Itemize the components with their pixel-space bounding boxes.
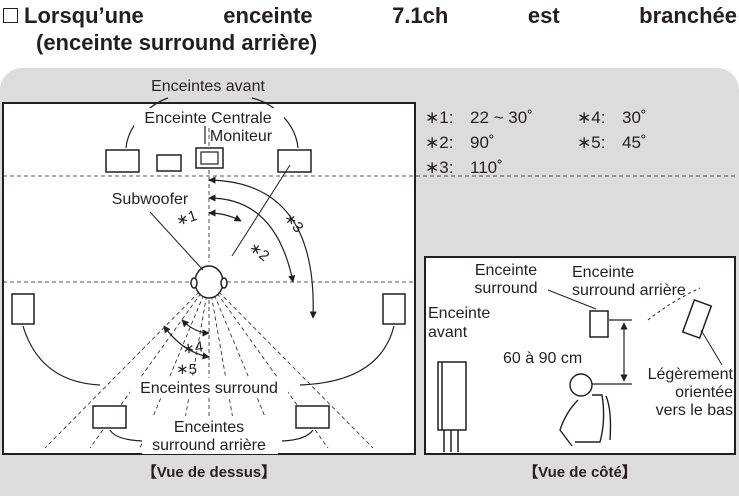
legend-mark-2: ∗2: — [425, 133, 453, 152]
side-tilt-label-line-3: vers le bas — [656, 402, 733, 419]
center-speaker-label: Enceinte Centrale — [144, 110, 271, 127]
subwoofer-speaker — [156, 154, 182, 172]
surround-speaker-side-icon — [589, 310, 609, 338]
heading-word-5: branchée — [639, 3, 737, 28]
subwoofer-label: Subwoofer — [112, 191, 189, 208]
legend-mark-3: ∗3: — [425, 158, 453, 177]
side-surround-back-label-line-2: surround arrière — [572, 282, 686, 299]
side-view-caption: 【Vue de côté】 — [523, 463, 637, 481]
legend-value-5: 45˚ — [622, 133, 647, 152]
surround-speakers-callout — [22, 325, 395, 386]
front-right-speaker — [277, 149, 312, 173]
heading-word-1-text: Lorsqu’une — [24, 3, 144, 28]
legend-value-1: 22 ~ 30˚ — [470, 108, 533, 127]
heading-word-2: enceinte — [223, 3, 313, 28]
top-view-caption: 【Vue de dessus】 — [142, 463, 277, 481]
elevation-arc — [647, 287, 701, 321]
surround-back-callout — [109, 429, 314, 442]
surround-back-left-speaker — [92, 405, 127, 429]
angle-mark-4: ∗4 — [181, 338, 204, 358]
surround-back-label-bg — [142, 416, 278, 454]
side-view-room — [424, 256, 736, 455]
surround-side-callout — [547, 289, 597, 310]
top-view: Enceintes avant Enceinte Centrale Monite… — [2, 75, 735, 481]
surround-back-label-line-1: Enceintes — [174, 419, 244, 436]
heading-word-4: est — [527, 3, 560, 28]
checkbox-icon — [3, 7, 18, 23]
angle-arc-3 — [208, 176, 317, 319]
surround-back-right-speaker — [295, 405, 330, 429]
front-speaker-side-icon — [437, 361, 467, 452]
heading-line-2: (enceinte surround arrière) — [36, 30, 318, 55]
surround-speakers-label-bg — [130, 378, 288, 398]
legend-value-3: 110˚ — [470, 158, 503, 177]
side-tilt-label-line-1: Légèrement — [648, 366, 734, 383]
side-surround-label-line-2: surround — [474, 280, 537, 297]
front-speakers-label-bg — [135, 75, 281, 95]
heading-word-1: Lorsqu’une — [2, 2, 144, 29]
angle-arc-5 — [163, 325, 210, 360]
tilt-callout — [700, 329, 723, 366]
side-front-label-line-2: avant — [428, 324, 468, 341]
surround-speakers-label: Enceintes surround — [140, 380, 278, 397]
surround-left-speaker — [11, 293, 35, 325]
heading-line-1: Lorsqu’une enceinte 7.1ch est branchée — [2, 2, 737, 29]
side-surround-label-line-1: Enceinte — [475, 262, 537, 279]
legend-value-4: 30˚ — [622, 108, 647, 127]
center-speaker — [200, 151, 219, 165]
subwoofer-label-bg — [102, 188, 198, 208]
surround-back-speaker-side-icon — [681, 298, 713, 340]
front-speakers-label: Enceintes avant — [151, 78, 265, 95]
legend-mark-4: ∗4: — [577, 108, 605, 127]
front-left-speaker — [105, 149, 140, 173]
angle-mark-1: ∗1 — [174, 207, 199, 230]
side-height-label: 60 à 90 cm — [503, 350, 582, 367]
height-dimension — [585, 319, 632, 385]
surround-right-speaker — [382, 293, 406, 325]
page-heading: Lorsqu’une enceinte 7.1ch est branchée (… — [2, 2, 737, 56]
listener-side-icon — [559, 373, 612, 447]
center-speaker-label-bg — [134, 108, 284, 126]
angle-legend: ∗1: 22 ~ 30˚ ∗4: 30˚ ∗2: 90˚ ∗5: 45˚ ∗3:… — [425, 108, 647, 177]
side-surround-back-label-line-1: Enceinte — [572, 264, 634, 281]
monitor-label: Moniteur — [210, 128, 273, 145]
side-view: Enceinte surround Enceinte surround arri… — [424, 256, 736, 481]
side-tilt-label-line-2: orientée — [675, 384, 733, 401]
legend-value-2: 90˚ — [470, 133, 495, 152]
side-front-label-line-1: Enceinte — [428, 305, 490, 322]
surround-back-label-line-2: surround arrière — [152, 437, 266, 454]
angle-mark-5: ∗5 — [176, 361, 197, 378]
heading-word-3: 7.1ch — [392, 3, 449, 28]
legend-mark-1: ∗1: — [425, 108, 453, 127]
legend-mark-5: ∗5: — [577, 133, 605, 152]
